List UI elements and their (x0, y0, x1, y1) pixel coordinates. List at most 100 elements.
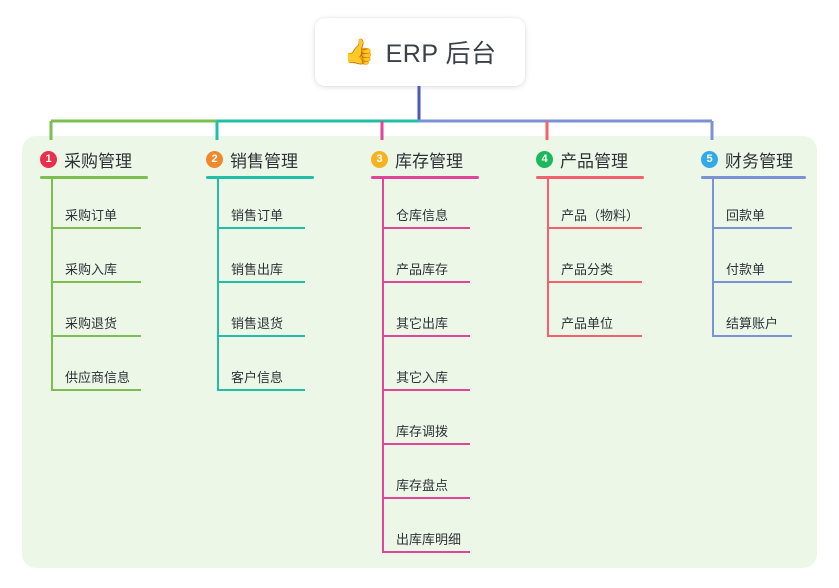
leaf-item[interactable]: 客户信息 (206, 341, 314, 395)
branch-underline-3 (371, 176, 479, 179)
branch-spine-2 (217, 179, 219, 391)
branch-spine-1 (51, 179, 53, 391)
leaf-item-label: 产品库存 (396, 262, 449, 277)
leaf-item-label: 采购退货 (65, 316, 118, 331)
leaf-item-label: 付款单 (726, 262, 766, 277)
branch-title-1: 采购管理 (64, 151, 132, 171)
branch-column-2: 2 销售管理销售订单销售出库销售退货客户信息 (206, 146, 314, 395)
leaf-item-underline (712, 335, 792, 337)
leaf-item-underline (217, 389, 305, 391)
leaf-item-label: 销售出库 (231, 262, 284, 277)
leaf-item[interactable]: 产品（物料） (536, 179, 644, 233)
branch-items-4: 产品（物料） 产品分类产品单位 (536, 179, 644, 341)
thumbs-up-icon: 👍 (343, 37, 375, 66)
branch-header-1[interactable]: 1 采购管理 (40, 146, 148, 172)
branch-items-3: 仓库信息产品库存其它出库其它入库库存调拨库存盘点出库库明细 (371, 179, 479, 557)
leaf-item-underline (217, 227, 305, 229)
leaf-item-label: 出库库明细 (396, 532, 462, 547)
leaf-item[interactable]: 产品库存 (371, 233, 479, 287)
leaf-item-underline (547, 335, 642, 337)
leaf-item[interactable]: 库存盘点 (371, 449, 479, 503)
leaf-item-label: 回款单 (726, 208, 766, 223)
branch-header-3[interactable]: 3 库存管理 (371, 146, 479, 172)
branch-items-5: 回款单付款单结算账户 (701, 179, 806, 341)
branch-badge-3: 3 (371, 150, 388, 168)
leaf-item[interactable]: 结算账户 (701, 287, 806, 341)
branch-header-4[interactable]: 4 产品管理 (536, 146, 644, 172)
branch-column-1: 1 采购管理采购订单采购入库采购退货供应商信息 (40, 146, 148, 395)
leaf-item[interactable]: 付款单 (701, 233, 806, 287)
branch-title-5: 财务管理 (725, 151, 793, 171)
leaf-item-label: 产品单位 (561, 316, 614, 331)
branch-column-3: 3 库存管理仓库信息产品库存其它出库其它入库库存调拨库存盘点出库库明细 (371, 146, 479, 557)
branch-badge-2: 2 (206, 150, 223, 168)
leaf-item[interactable]: 产品单位 (536, 287, 644, 341)
leaf-item-underline (51, 281, 141, 283)
leaf-item[interactable]: 其它入库 (371, 341, 479, 395)
branch-spine-3 (382, 179, 384, 553)
leaf-item-underline (382, 551, 470, 553)
leaf-item-underline (217, 335, 305, 337)
leaf-item-label: 其它入库 (396, 370, 449, 385)
root-node-label: ERP 后台 (385, 40, 497, 68)
root-node[interactable]: 👍 ERP 后台 (315, 18, 525, 86)
leaf-item-underline (51, 227, 141, 229)
leaf-item-label: 客户信息 (231, 370, 284, 385)
leaf-item[interactable]: 采购订单 (40, 179, 148, 233)
leaf-item-label: 供应商信息 (65, 370, 131, 385)
leaf-item-underline (382, 497, 470, 499)
leaf-item-underline (712, 281, 792, 283)
leaf-item[interactable]: 供应商信息 (40, 341, 148, 395)
leaf-item-label: 销售退货 (231, 316, 284, 331)
leaf-item-label: 库存调拨 (396, 424, 449, 439)
leaf-item[interactable]: 出库库明细 (371, 503, 479, 557)
leaf-item-underline (217, 281, 305, 283)
leaf-item[interactable]: 产品分类 (536, 233, 644, 287)
leaf-item-underline (712, 227, 792, 229)
branch-underline-1 (40, 176, 148, 179)
leaf-item[interactable]: 仓库信息 (371, 179, 479, 233)
branch-badge-5: 5 (701, 150, 718, 168)
branch-items-2: 销售订单销售出库销售退货客户信息 (206, 179, 314, 395)
leaf-item[interactable]: 销售出库 (206, 233, 314, 287)
branch-title-4: 产品管理 (560, 151, 628, 171)
branch-underline-5 (701, 176, 806, 179)
branch-badge-1: 1 (40, 150, 57, 168)
branch-spine-4 (547, 179, 549, 337)
leaf-item-label: 产品（物料） (561, 208, 640, 223)
branch-column-5: 5 财务管理回款单付款单结算账户 (701, 146, 806, 341)
branch-title-3: 库存管理 (395, 151, 463, 171)
leaf-item-label: 库存盘点 (396, 478, 449, 493)
leaf-item-underline (382, 389, 470, 391)
leaf-item[interactable]: 采购退货 (40, 287, 148, 341)
leaf-item-label: 采购入库 (65, 262, 118, 277)
root-node-content: 👍 ERP 后台 (343, 34, 496, 70)
leaf-item-underline (382, 335, 470, 337)
branch-header-5[interactable]: 5 财务管理 (701, 146, 806, 172)
leaf-item[interactable]: 回款单 (701, 179, 806, 233)
leaf-item[interactable]: 销售订单 (206, 179, 314, 233)
branch-column-4: 4 产品管理产品（物料） 产品分类产品单位 (536, 146, 644, 341)
leaf-item[interactable]: 采购入库 (40, 233, 148, 287)
leaf-item-underline (382, 443, 470, 445)
branch-badge-4: 4 (536, 150, 553, 168)
branch-title-2: 销售管理 (230, 151, 298, 171)
leaf-item-underline (547, 227, 642, 229)
leaf-item-underline (382, 227, 470, 229)
branch-header-2[interactable]: 2 销售管理 (206, 146, 314, 172)
leaf-item[interactable]: 库存调拨 (371, 395, 479, 449)
leaf-item[interactable]: 销售退货 (206, 287, 314, 341)
leaf-item[interactable]: 其它出库 (371, 287, 479, 341)
leaf-item-label: 仓库信息 (396, 208, 449, 223)
leaf-item-underline (547, 281, 642, 283)
leaf-item-label: 销售订单 (231, 208, 284, 223)
leaf-item-underline (51, 335, 141, 337)
diagram-panel (22, 136, 817, 568)
branch-underline-4 (536, 176, 644, 179)
leaf-item-label: 采购订单 (65, 208, 118, 223)
leaf-item-label: 其它出库 (396, 316, 449, 331)
branch-items-1: 采购订单采购入库采购退货供应商信息 (40, 179, 148, 395)
leaf-item-underline (382, 281, 470, 283)
leaf-item-label: 结算账户 (726, 316, 779, 331)
